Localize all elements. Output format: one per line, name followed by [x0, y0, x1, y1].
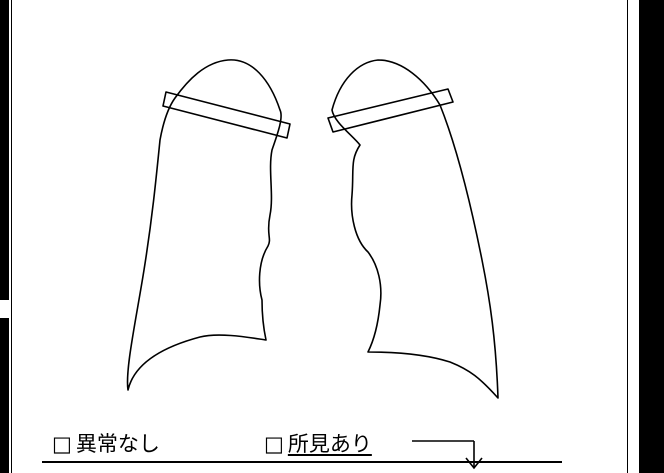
- left-lung-outline: [331, 59, 499, 399]
- right-inner-border: [627, 0, 628, 473]
- left-inner-border: [11, 0, 12, 473]
- checkbox-finding[interactable]: □: [264, 432, 284, 456]
- left-clavicle-band: [327, 88, 454, 133]
- option-finding[interactable]: □所見あり: [264, 432, 372, 456]
- finding-arrow-icon: [412, 440, 483, 470]
- bottom-rule: [42, 461, 562, 463]
- option-normal[interactable]: □異常なし: [52, 432, 160, 456]
- option-normal-label: 異常なし: [75, 432, 160, 456]
- right-clavicle-band: [162, 91, 291, 139]
- right-border-bar: [639, 0, 664, 473]
- right-lung-outline: [126, 59, 282, 391]
- left-border-bar-lower: [0, 318, 9, 473]
- checkbox-normal[interactable]: □: [52, 432, 72, 456]
- option-finding-label: 所見あり: [287, 432, 372, 456]
- left-border-bar: [0, 0, 9, 300]
